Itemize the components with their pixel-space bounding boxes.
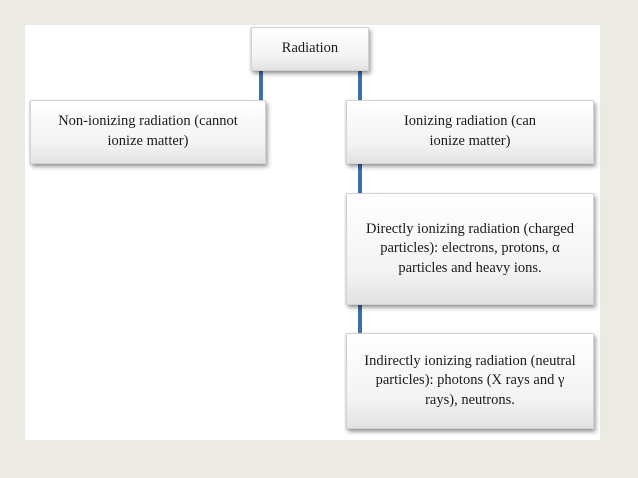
connector-root-to-ionizing [358,70,362,122]
connector-root-to-non-ionizing [259,70,263,122]
node-non-ionizing: Non-ionizing radiation (cannot ionize ma… [30,100,266,164]
diagram-canvas: Radiation Non-ionizing radiation (cannot… [25,25,600,440]
node-directly-ionizing-label: Directly ionizing radiation (charged par… [366,220,574,276]
node-radiation-label: Radiation [281,40,339,57]
connector-ionizing-to-directly [358,163,362,195]
connector-directly-to-indirectly [358,302,362,336]
node-radiation: Radiation [251,27,369,71]
node-non-ionizing-label: Non-ionizing radiation (cannot ionize ma… [58,113,238,149]
node-directly-ionizing: Directly ionizing radiation (charged par… [346,193,594,305]
node-ionizing: Ionizing radiation (can ionize matter) [346,100,594,164]
node-indirectly-ionizing: Indirectly ionizing radiation (neutral p… [346,333,594,429]
node-ionizing-label: Ionizing radiation (can ionize matter) [403,113,537,149]
node-indirectly-ionizing-label: Indirectly ionizing radiation (neutral p… [364,352,576,408]
